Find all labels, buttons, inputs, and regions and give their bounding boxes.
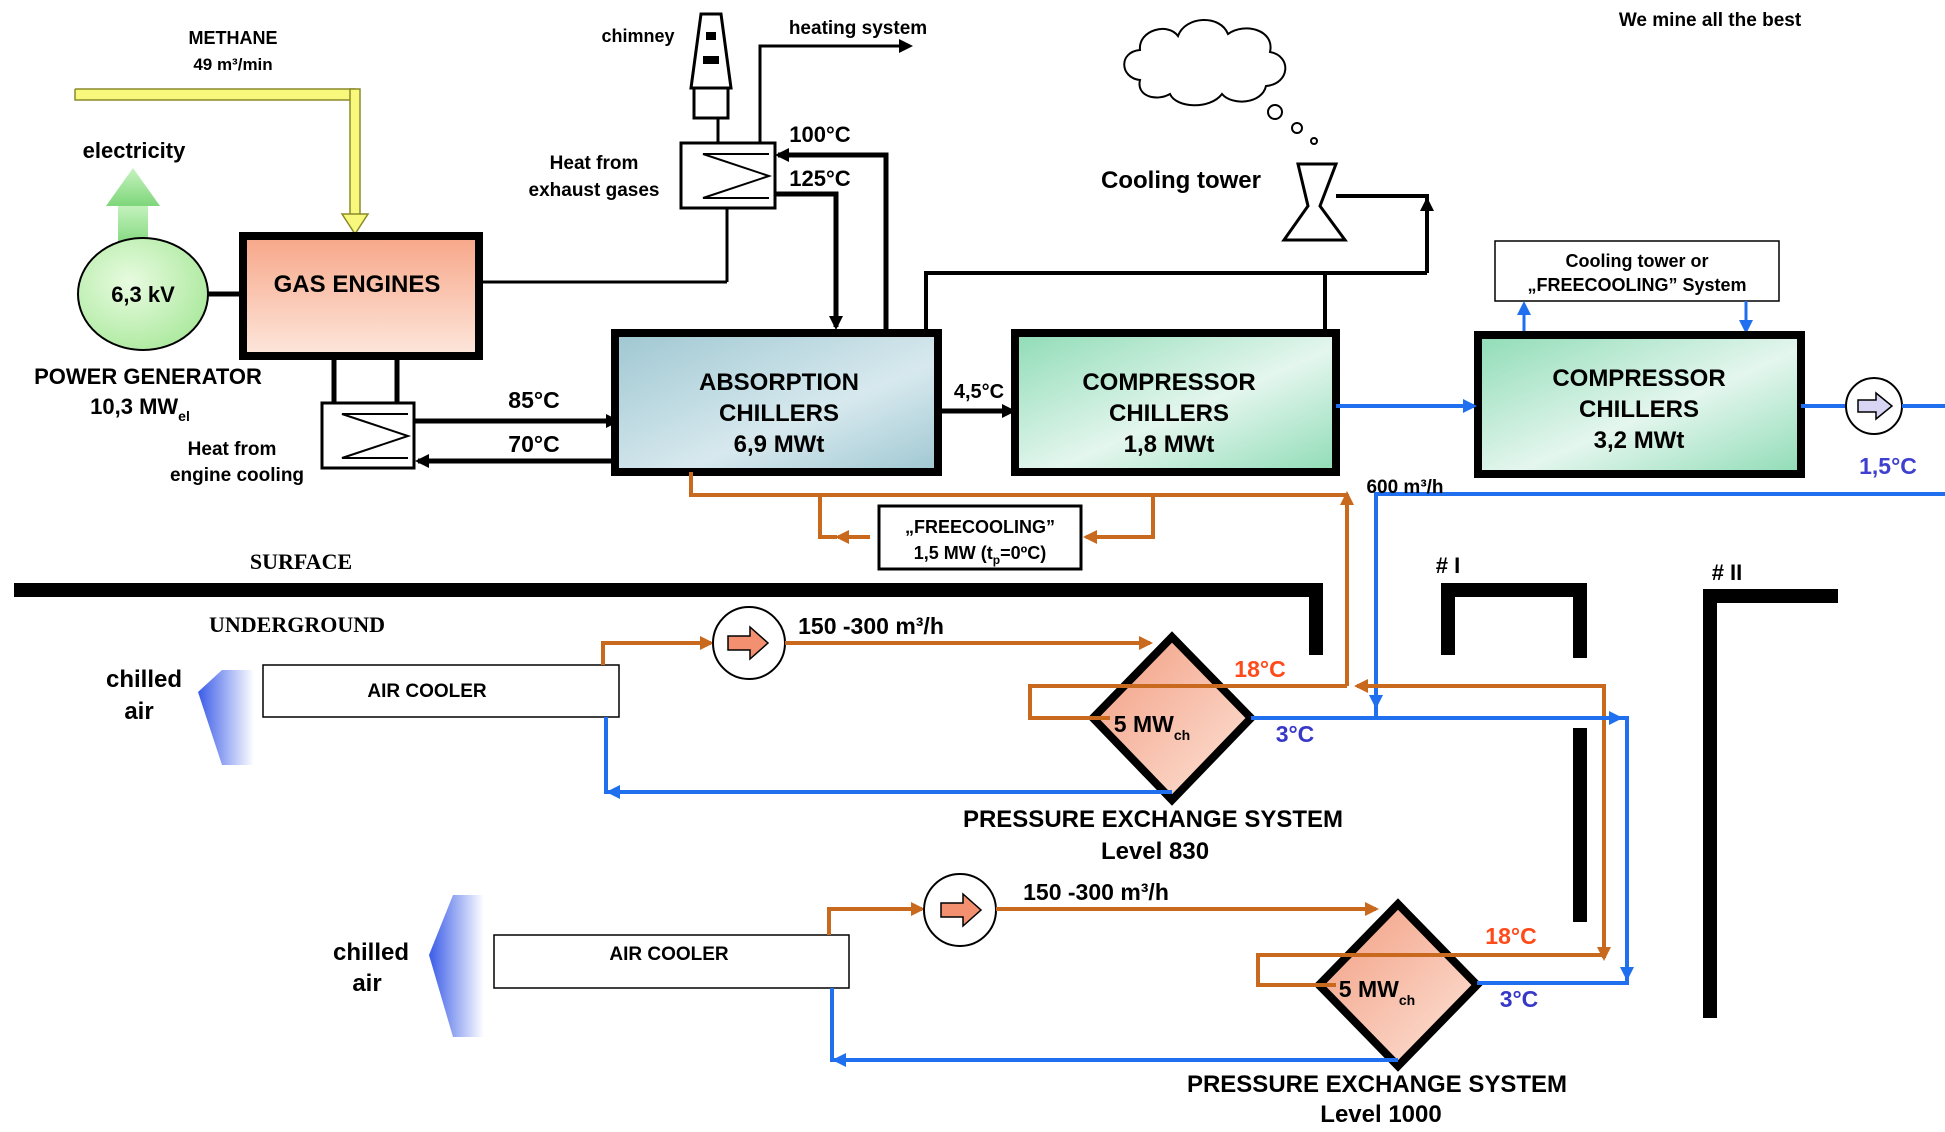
air-cooler-830-label: AIR COOLER xyxy=(367,681,487,702)
absorption-line2: CHILLERS xyxy=(719,400,839,427)
temp-125: 125°C xyxy=(789,166,851,191)
chilled-air-830-1: chilled xyxy=(106,666,182,693)
generator-power: 10,3 MWel xyxy=(90,394,190,424)
pes-1000-level: Level 1000 xyxy=(1320,1101,1441,1127)
pes-1000-label: PRESSURE EXCHANGE SYSTEM xyxy=(1187,1071,1567,1098)
chilled-air-1000-2: air xyxy=(352,970,381,997)
temp-85: 85°C xyxy=(508,387,559,413)
pes-830-level: Level 830 xyxy=(1101,838,1209,865)
exhaust-heat-label-1: Heat from xyxy=(550,153,639,174)
flow-600: 600 m³/h xyxy=(1366,477,1443,498)
exchanger-1000-label: 5 MWch xyxy=(1339,976,1415,1008)
freecooling-line1: „FREECOOLING” xyxy=(905,517,1055,537)
shaft-1-label: # I xyxy=(1436,553,1460,578)
generator-voltage: 6,3 kV xyxy=(111,282,175,307)
methane-title: METHANE xyxy=(189,28,278,48)
electricity-label: electricity xyxy=(83,138,186,163)
shaft-2-label: # II xyxy=(1712,560,1743,585)
compressor2-line3: 3,2 MWt xyxy=(1594,427,1685,454)
air-cooler-1000 xyxy=(493,934,850,989)
compressor2-line2: CHILLERS xyxy=(1579,396,1699,423)
cooling-tower-or-freecooling-box xyxy=(1494,240,1780,302)
level-1000: chilled air AIR COOLER 150 -300 m³/h 5 M… xyxy=(333,873,1629,1128)
chilled-air-arrow-icon xyxy=(198,670,254,765)
absorption-chillers-box xyxy=(611,329,942,476)
chilled-air-arrow-icon-2 xyxy=(429,895,484,1037)
cooling-tower-icon xyxy=(1281,162,1348,242)
heating-system-label: heating system xyxy=(789,18,927,39)
cooling-tower-label: Cooling tower xyxy=(1101,167,1261,194)
temp-70: 70°C xyxy=(508,431,559,457)
compressor2-line1: COMPRESSOR xyxy=(1552,365,1725,392)
underground-label: UNDERGROUND xyxy=(209,612,385,637)
chimney-icon xyxy=(689,12,733,143)
gas-engines-box xyxy=(239,232,483,360)
pump-arrow-icon xyxy=(1857,391,1894,421)
ct-freecooling-line1: Cooling tower or xyxy=(1566,251,1709,271)
exchanger-830-label: 5 MWch xyxy=(1114,711,1190,743)
pes-830-label: PRESSURE EXCHANGE SYSTEM xyxy=(963,806,1343,833)
level-830: chilled air AIR COOLER 150 -300 m³/h 5 M… xyxy=(106,606,1634,981)
flow-830: 150 -300 m³/h xyxy=(798,613,944,639)
electricity-arrow-icon xyxy=(118,204,148,248)
compressor1-line3: 1,8 MWt xyxy=(1124,431,1215,458)
shaft-2 xyxy=(1703,589,1838,1018)
temp-100: 100°C xyxy=(789,122,851,147)
gas-engines-label: GAS ENGINES xyxy=(274,271,441,298)
compressor1-line1: COMPRESSOR xyxy=(1082,369,1255,396)
chimney-label: chimney xyxy=(601,26,674,46)
methane-pipe xyxy=(74,88,370,236)
steam-cloud-icon xyxy=(1123,19,1318,145)
temp-1000-hot: 18°C xyxy=(1485,923,1536,949)
temp-45: 4,5°C xyxy=(954,381,1004,403)
pressure-exchanger-1000 xyxy=(1313,898,1483,1072)
electricity-arrowhead-icon xyxy=(106,168,160,206)
exhaust-heat-label-2: exhaust gases xyxy=(529,180,660,201)
pump-1000-arrow-icon xyxy=(940,892,983,928)
engine-heat-label-2: engine cooling xyxy=(170,465,304,486)
surface-label: SURFACE xyxy=(250,549,352,574)
shaft-1-top xyxy=(1441,583,1587,658)
compressor1-line2: CHILLERS xyxy=(1109,400,1229,427)
chilled-air-1000-1: chilled xyxy=(333,939,409,966)
temp-1-5: 1,5°C xyxy=(1859,453,1917,479)
freecooling-box xyxy=(877,504,1083,571)
generator-label: POWER GENERATOR xyxy=(34,364,262,389)
temp-830-hot: 18°C xyxy=(1234,656,1285,682)
chilled-air-830-2: air xyxy=(124,698,153,725)
absorption-line1: ABSORPTION xyxy=(699,369,859,396)
engine-heat-label-1: Heat from xyxy=(188,439,277,460)
pressure-exchanger-830 xyxy=(1087,631,1257,806)
flow-1000: 150 -300 m³/h xyxy=(1023,879,1169,905)
compressor-chillers-1-box xyxy=(1011,329,1340,476)
temp-830-cold: 3°C xyxy=(1276,721,1315,747)
freecooling-line2: 1,5 MW (tp=0ºC) xyxy=(914,543,1046,567)
ground-line xyxy=(14,583,1323,655)
ct-freecooling-line2: „FREECOOLING” System xyxy=(1527,275,1746,295)
temp-1000-cold: 3°C xyxy=(1500,986,1539,1012)
air-cooler-830 xyxy=(262,664,620,718)
air-cooler-1000-label: AIR COOLER xyxy=(609,944,729,965)
pump-830-arrow-icon xyxy=(727,625,770,661)
slogan: We mine all the best xyxy=(1619,10,1802,31)
methane-flow: 49 m³/min xyxy=(193,55,272,74)
absorption-line3: 6,9 MWt xyxy=(734,431,825,458)
